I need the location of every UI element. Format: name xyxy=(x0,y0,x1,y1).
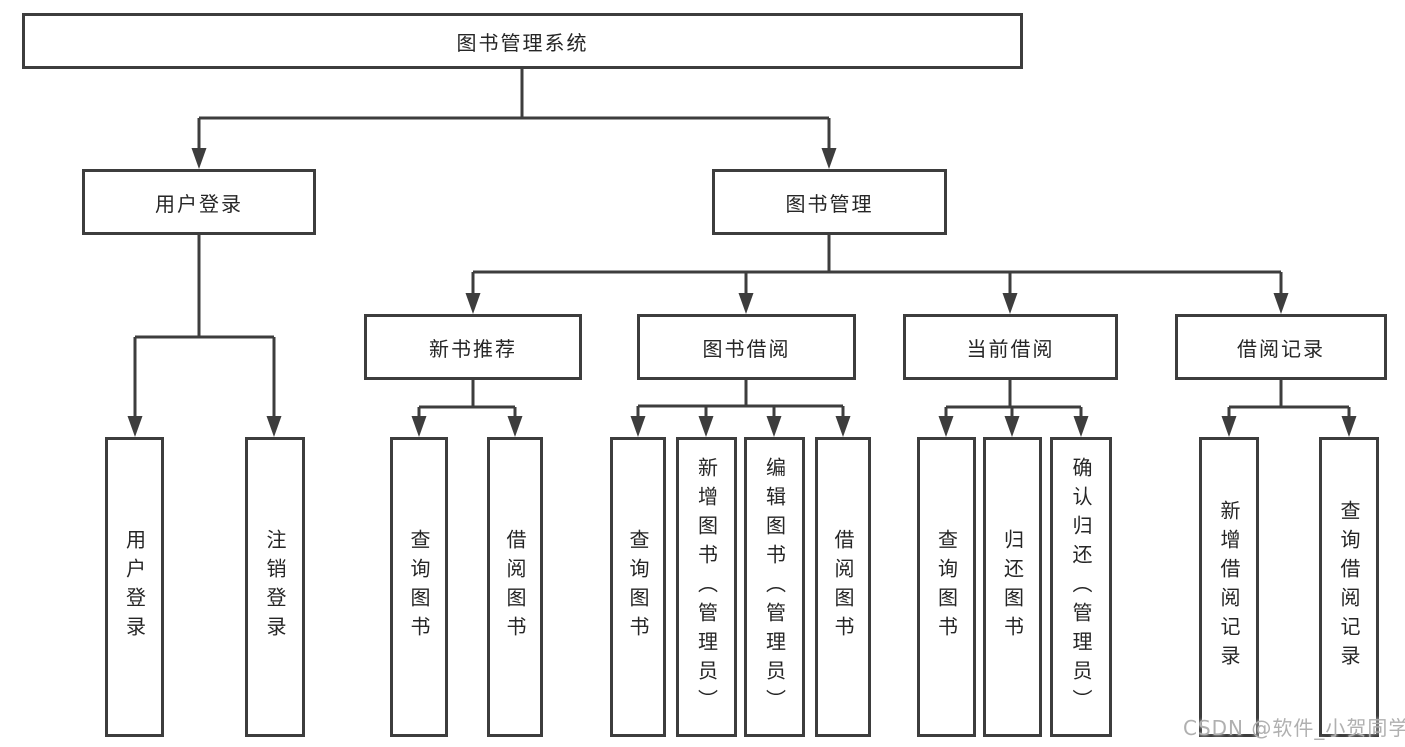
node-user-login-branch: 用户登录 xyxy=(82,169,316,235)
leaf-bb-borrow-books: 借阅图书 xyxy=(815,437,871,737)
node-label: 用户登录 xyxy=(155,191,243,216)
node-label: 图书借阅 xyxy=(702,336,791,361)
arrowhead-icon xyxy=(766,416,782,437)
node-label: 图书管理 xyxy=(785,191,874,216)
arrowhead-icon xyxy=(1073,416,1089,437)
node-label: 查询图书 xyxy=(934,529,959,645)
node-label: 图书管理系统 xyxy=(456,30,589,55)
leaf-nbr-borrow-books: 借阅图书 xyxy=(487,437,543,737)
leaf-cb-query-books: 查询图书 xyxy=(917,437,976,737)
node-current-borrowing: 当前借阅 xyxy=(903,314,1118,380)
node-label: 借阅图书 xyxy=(831,529,855,645)
node-label: 借阅图书 xyxy=(503,529,527,645)
arrowhead-icon xyxy=(127,416,143,437)
leaf-bb-query-books: 查询图书 xyxy=(610,437,666,737)
node-label: 当前借阅 xyxy=(966,336,1055,361)
arrowhead-icon xyxy=(191,148,207,169)
leaf-br-query-record: 查询借阅记录 xyxy=(1319,437,1379,737)
node-label: 用户登录 xyxy=(122,529,147,645)
arrowhead-icon xyxy=(938,416,954,437)
leaf-user-login: 用户登录 xyxy=(105,437,164,737)
watermark: CSDN @软件_小贺同学 xyxy=(1183,716,1405,740)
arrowhead-icon xyxy=(821,148,837,169)
arrowhead-icon xyxy=(738,293,754,314)
arrowhead-icon xyxy=(1273,293,1289,314)
node-label: 借阅记录 xyxy=(1237,336,1325,361)
node-new-book-recommendation: 新书推荐 xyxy=(364,314,582,380)
arrowhead-icon xyxy=(1341,416,1357,437)
node-root: 图书管理系统 xyxy=(22,13,1023,69)
arrowhead-icon xyxy=(507,416,523,437)
arrowhead-icon xyxy=(1002,293,1018,314)
node-borrowing-records: 借阅记录 xyxy=(1175,314,1387,380)
arrowhead-icon xyxy=(266,416,282,437)
node-label: 查询借阅记录 xyxy=(1337,500,1361,674)
arrowhead-icon xyxy=(835,416,851,437)
leaf-nbr-query-books: 查询图书 xyxy=(390,437,448,737)
node-label: 注销登录 xyxy=(263,529,287,645)
node-label: 查询图书 xyxy=(407,529,431,645)
leaf-logout: 注销登录 xyxy=(245,437,305,737)
arrowhead-icon xyxy=(698,416,714,437)
arrowhead-icon xyxy=(1004,416,1020,437)
node-label: 确认归还（管理员） xyxy=(1069,456,1093,718)
arrowhead-icon xyxy=(411,416,427,437)
node-book-borrowing: 图书借阅 xyxy=(637,314,856,380)
arrowhead-icon xyxy=(630,416,646,437)
leaf-bb-edit-books-admin: 编辑图书（管理员） xyxy=(744,437,805,737)
arrowhead-icon xyxy=(1221,416,1237,437)
node-label: 新书推荐 xyxy=(429,336,517,361)
arrowhead-icon xyxy=(465,293,481,314)
leaf-bb-add-books-admin: 新增图书（管理员） xyxy=(676,437,737,737)
node-label: 新增借阅记录 xyxy=(1217,500,1241,674)
leaf-cb-confirm-return-admin: 确认归还（管理员） xyxy=(1050,437,1112,737)
node-label: 查询图书 xyxy=(626,529,650,645)
node-label: 新增图书（管理员） xyxy=(694,456,719,718)
node-book-management-branch: 图书管理 xyxy=(712,169,947,235)
leaf-cb-return-books: 归还图书 xyxy=(983,437,1042,737)
node-label: 编辑图书（管理员） xyxy=(762,456,787,718)
node-label: 归还图书 xyxy=(1000,529,1025,645)
leaf-br-add-record: 新增借阅记录 xyxy=(1199,437,1259,737)
